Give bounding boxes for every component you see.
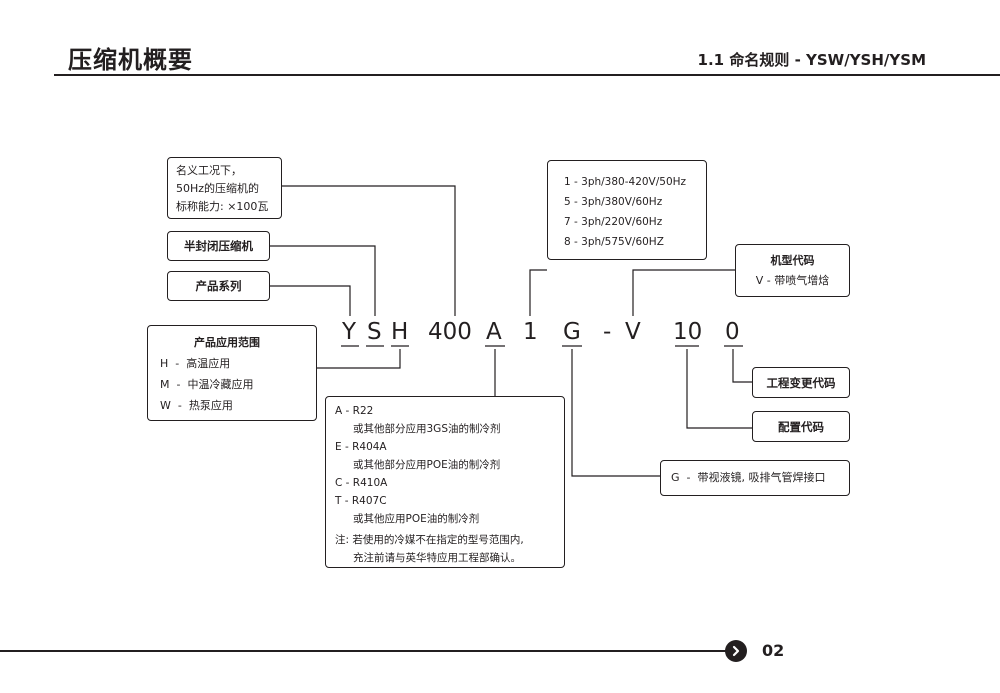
code-char-s: S bbox=[367, 319, 382, 345]
engineering-change-label: 工程变更代码 bbox=[766, 375, 836, 390]
connector-config bbox=[686, 349, 752, 429]
application-title: 产品应用范围 bbox=[194, 336, 260, 349]
application-box: 产品应用范围 H - 高温应用 M - 中温冷藏应用 W - 热泵应用 bbox=[147, 325, 317, 421]
code-char-1: 1 bbox=[523, 319, 538, 345]
engineering-change-box: 工程变更代码 bbox=[752, 367, 850, 398]
application-item: W - 热泵应用 bbox=[160, 399, 233, 412]
capacity-line: 名义工况下， bbox=[176, 164, 242, 177]
page-title: 压缩机概要 bbox=[68, 46, 193, 74]
code-char-a: A bbox=[486, 319, 502, 345]
code-capacity: 400 bbox=[428, 319, 472, 345]
refrigerant-box: A - R22 或其他部分应用3GS油的制冷剂 E - R404A 或其他部分应… bbox=[325, 396, 565, 568]
connector-series bbox=[270, 285, 351, 316]
application-item: M - 中温冷藏应用 bbox=[160, 378, 254, 391]
chevron-right-icon bbox=[725, 640, 747, 662]
refrigerant-line: C - R410A bbox=[335, 477, 388, 489]
code-char-v: V bbox=[625, 319, 641, 345]
series-box: 产品系列 bbox=[167, 271, 270, 301]
power-line: 8 - 3ph/575V/60HZ bbox=[564, 236, 664, 248]
connector-connection bbox=[571, 349, 660, 477]
power-line: 5 - 3ph/380V/60Hz bbox=[564, 196, 663, 208]
connector-application bbox=[317, 349, 401, 369]
code-char-g: G bbox=[563, 319, 581, 345]
code-engineering: 0 bbox=[725, 319, 740, 345]
code-char-h: H bbox=[391, 319, 409, 345]
capacity-line: 标称能力: ×100瓦 bbox=[176, 200, 269, 213]
refrigerant-line: 或其他部分应用POE油的制冷剂 bbox=[353, 459, 501, 471]
connector-engineering-change bbox=[732, 349, 752, 383]
model-type-title: 机型代码 bbox=[770, 254, 815, 267]
refrigerant-line: T - R407C bbox=[335, 495, 387, 507]
refrigerant-line: E - R404A bbox=[335, 441, 387, 453]
power-line: 7 - 3ph/220V/60Hz bbox=[564, 216, 663, 228]
refrigerant-line: 或其他应用POE油的制冷剂 bbox=[353, 513, 480, 525]
refrigerant-line: 或其他部分应用3GS油的制冷剂 bbox=[353, 423, 501, 435]
power-line: 1 - 3ph/380-420V/50Hz bbox=[564, 176, 687, 188]
code-char-y: Y bbox=[342, 319, 357, 345]
connector-semi-hermetic bbox=[270, 245, 376, 316]
model-type-line: V - 带喷气增焓 bbox=[755, 274, 830, 287]
power-box: 1 - 3ph/380-420V/50Hz 5 - 3ph/380V/60Hz … bbox=[547, 160, 707, 260]
semi-hermetic-box: 半封闭压缩机 bbox=[167, 231, 270, 261]
capacity-box: 名义工况下， 50Hz的压缩机的 标称能力: ×100瓦 bbox=[167, 157, 282, 219]
footer-divider bbox=[0, 650, 736, 652]
refrigerant-note: 注: 若使用的冷媒不在指定的型号范围内, bbox=[335, 534, 524, 546]
connector-model-type bbox=[632, 269, 735, 316]
header-divider bbox=[54, 74, 1000, 76]
application-item: H - 高温应用 bbox=[160, 357, 231, 370]
section-title: 1.1 命名规则 - YSW/YSH/YSM bbox=[697, 51, 926, 69]
config-label: 配置代码 bbox=[778, 419, 824, 434]
series-label: 产品系列 bbox=[195, 279, 242, 293]
semi-hermetic-label: 半封闭压缩机 bbox=[184, 239, 253, 253]
capacity-line: 50Hz的压缩机的 bbox=[176, 182, 260, 195]
model-type-box: 机型代码 V - 带喷气增焓 bbox=[735, 244, 850, 297]
connector-capacity bbox=[282, 185, 456, 316]
connection-label: G - 带视液镜, 吸排气管焊接口 bbox=[671, 471, 826, 484]
connection-box: G - 带视液镜, 吸排气管焊接口 bbox=[660, 460, 850, 496]
config-box: 配置代码 bbox=[752, 411, 850, 442]
code-config: 10 bbox=[673, 319, 703, 345]
connector-power bbox=[529, 269, 547, 316]
refrigerant-line: A - R22 bbox=[335, 405, 374, 417]
refrigerant-note: 充注前请与英华特应用工程部确认。 bbox=[353, 552, 521, 564]
page-number: 02 bbox=[762, 641, 785, 660]
code-dash: - bbox=[603, 319, 612, 345]
